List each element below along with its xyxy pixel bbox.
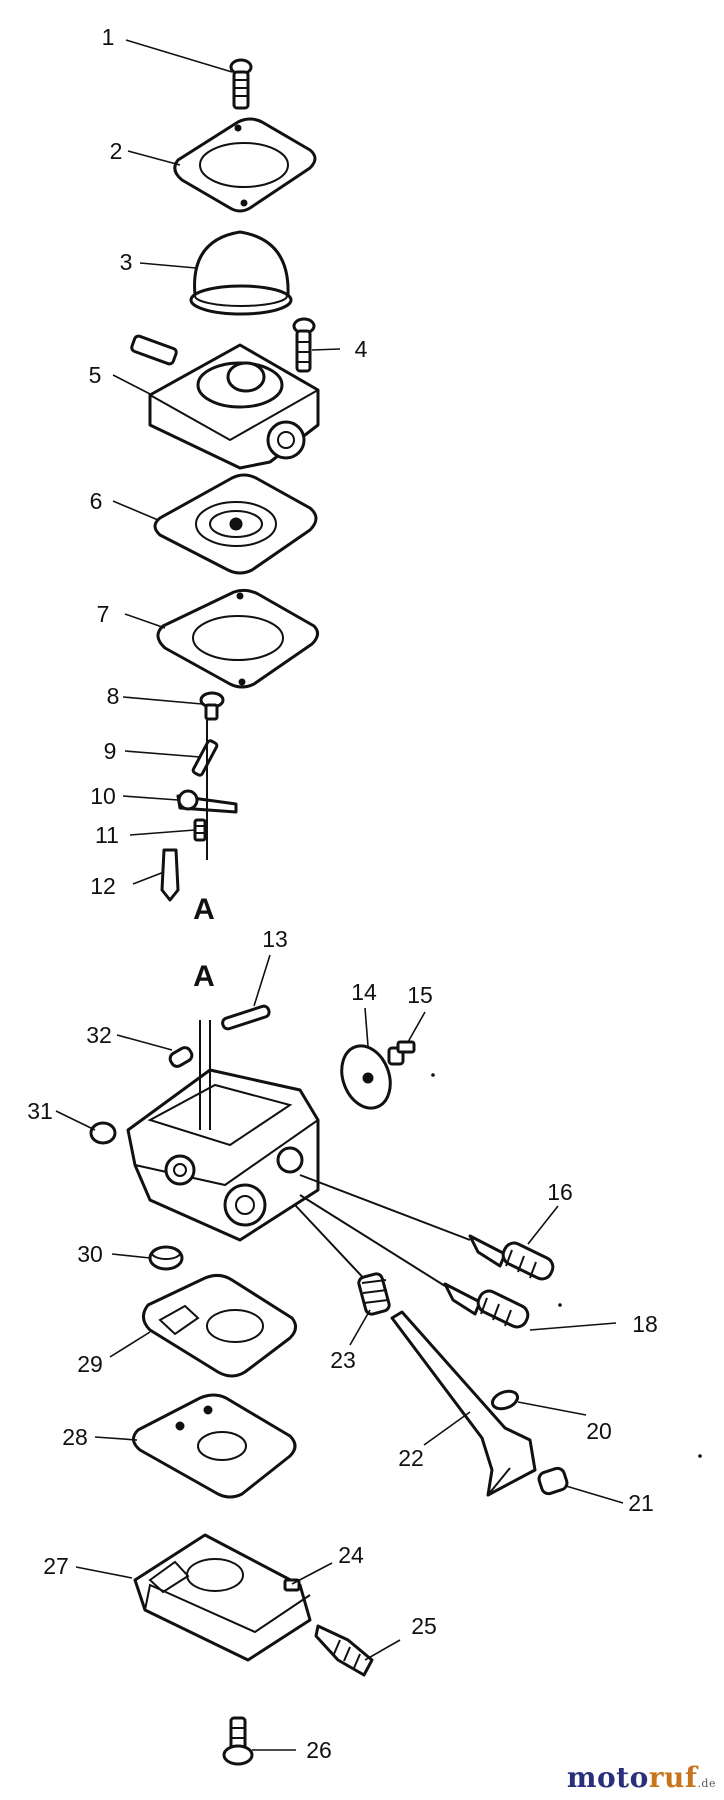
part-1-screw — [229, 58, 253, 110]
part-18-adjusting-needle — [443, 1282, 530, 1329]
part-21-nut — [537, 1466, 569, 1496]
callout-32: 32 — [86, 1022, 112, 1048]
callout-16: 16 — [547, 1179, 573, 1205]
callout-11: 11 — [95, 822, 119, 848]
callout-13: 13 — [262, 926, 288, 952]
callout-7: 7 — [97, 601, 110, 627]
callout-3: 3 — [120, 249, 133, 275]
callout-27: 27 — [43, 1553, 69, 1579]
part-5-primer-housing — [130, 334, 320, 470]
part-12-needle-valve — [160, 848, 180, 902]
callout-29: 29 — [77, 1351, 103, 1377]
part-4-screw — [292, 317, 316, 373]
callout-2: 2 — [110, 138, 123, 164]
callout-22: 22 — [398, 1445, 424, 1471]
leader-lines — [55, 39, 624, 1751]
part-3-primer-bulb — [189, 230, 293, 316]
part-23-spring — [357, 1272, 391, 1316]
part-29-diaphragm — [142, 1273, 297, 1378]
part-2-gasket — [173, 117, 317, 213]
part-13-pin — [221, 1004, 271, 1031]
callout-8: 8 — [107, 683, 120, 709]
callout-6: 6 — [90, 488, 103, 514]
part-8-screw — [199, 691, 225, 721]
callout-25: 25 — [411, 1613, 437, 1639]
part-14-disc — [340, 1044, 392, 1110]
part-31-fitting — [89, 1121, 117, 1145]
callout-24: 24 — [338, 1542, 364, 1568]
callout-23: 23 — [330, 1347, 356, 1373]
callout-10: 10 — [90, 783, 116, 809]
part-carburetor-body — [126, 1020, 320, 1242]
motoruf-watermark-logo: motoruf.de — [566, 1761, 716, 1794]
callout-9: 9 — [104, 738, 117, 764]
part-7-gasket — [156, 588, 319, 689]
part-16-adjusting-needle — [468, 1234, 555, 1281]
callout-26: 26 — [306, 1737, 332, 1763]
callout-1: 1 — [102, 24, 115, 50]
marker-a-upper: A — [193, 893, 215, 926]
marker-a-lower: A — [193, 960, 215, 993]
part-11-spring — [193, 818, 207, 842]
callout-14: 14 — [351, 979, 377, 1005]
part-25-screw — [314, 1624, 374, 1677]
callout-5: 5 — [89, 362, 102, 388]
part-28-gasket — [132, 1393, 297, 1499]
part-27-cover — [133, 1533, 312, 1662]
part-15-screw — [387, 1040, 416, 1066]
part-22-lever — [390, 1310, 537, 1497]
part-30-plug — [148, 1245, 184, 1271]
callout-12: 12 — [90, 873, 116, 899]
callout-31: 31 — [27, 1098, 53, 1124]
callout-20: 20 — [586, 1418, 612, 1444]
part-26-screw — [222, 1716, 254, 1766]
part-9-pin — [191, 739, 219, 777]
callout-30: 30 — [77, 1241, 103, 1267]
callout-18: 18 — [632, 1311, 658, 1337]
callout-4: 4 — [355, 336, 368, 362]
part-20-ring — [490, 1389, 520, 1411]
callout-15: 15 — [407, 982, 433, 1008]
callout-28: 28 — [62, 1424, 88, 1450]
callout-21: 21 — [628, 1490, 654, 1516]
part-32-plug — [168, 1046, 194, 1068]
part-6-diaphragm — [153, 473, 318, 575]
